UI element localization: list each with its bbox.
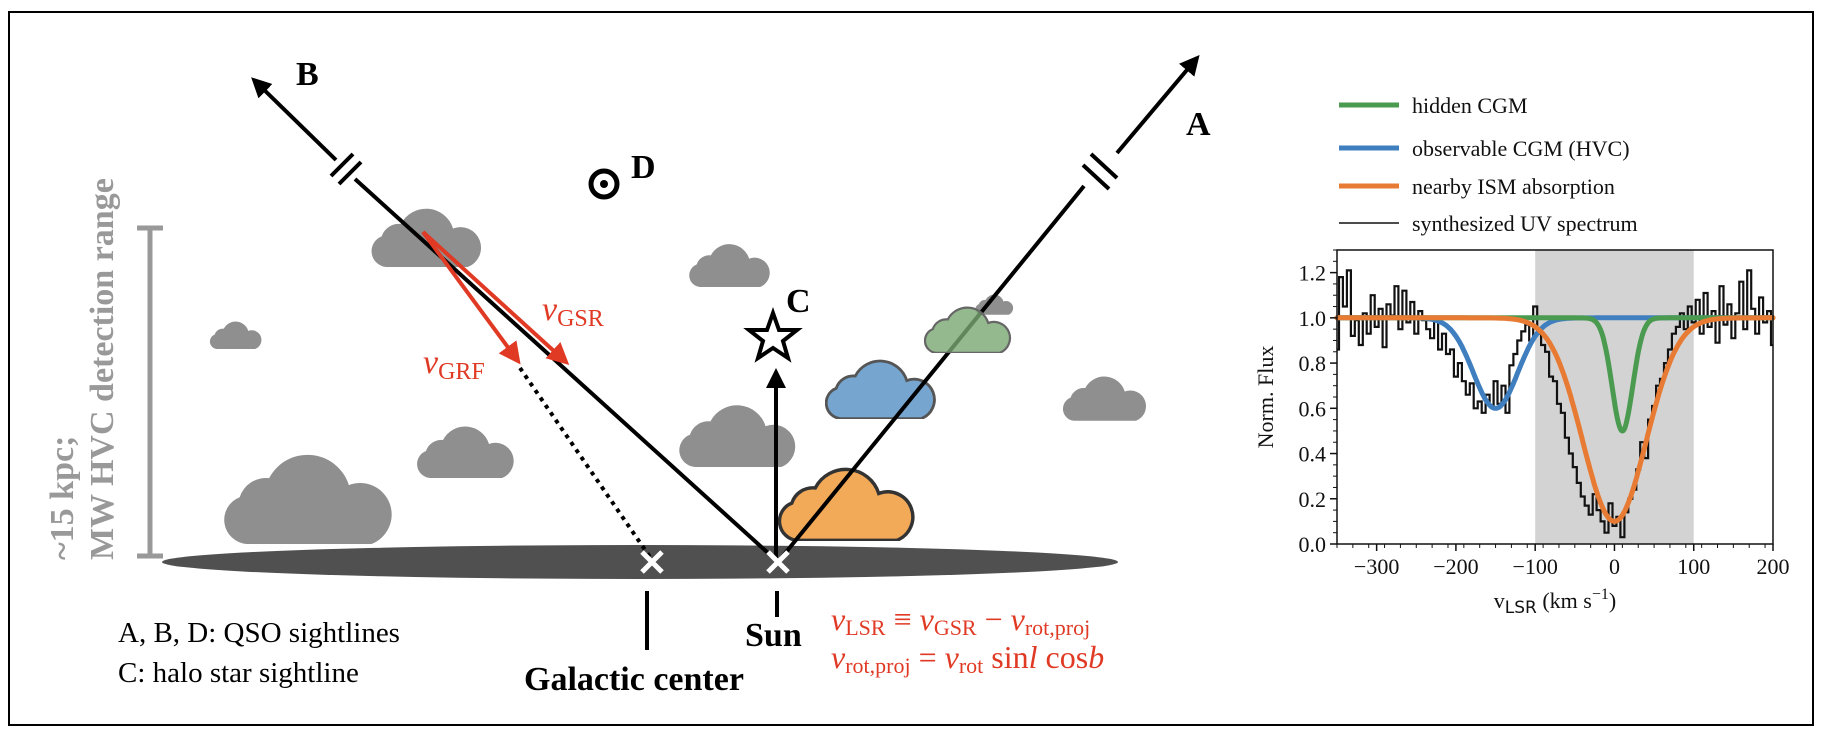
v-gsr-label: vGSR — [542, 291, 604, 332]
y-tick-label: 0.6 — [1299, 396, 1327, 421]
x-tick-label: −100 — [1512, 554, 1557, 579]
legend-label-hvc: observable CGM (HVC) — [1412, 136, 1630, 161]
sightline-b — [251, 77, 780, 564]
v-grf-arrow — [421, 230, 521, 365]
y-tick-label: 0.8 — [1299, 351, 1327, 376]
detection-range-bar — [137, 225, 163, 559]
y-tick-label: 0.4 — [1299, 442, 1327, 467]
v-grf-label: vGRF — [423, 344, 485, 385]
sun-label: Sun — [745, 617, 802, 654]
y-axis-label: Norm. Flux — [1253, 346, 1278, 449]
sun-marker — [766, 550, 790, 574]
y-tick-label: 0.2 — [1299, 487, 1327, 512]
spectrum-line — [1337, 269, 1773, 539]
model-line-ism — [1334, 315, 1776, 524]
v-gsr-arrow — [421, 230, 570, 365]
sightline-d-icon — [588, 168, 620, 200]
sightline-d-label: D — [631, 149, 656, 186]
x-tick-label: −300 — [1354, 554, 1399, 579]
galactic-disk — [162, 545, 1118, 579]
legend-label-hidden: hidden CGM — [1412, 93, 1528, 118]
detection-range-label: ~15 kpc; MW HVC detection range — [44, 178, 121, 560]
sightline-a — [776, 54, 1200, 564]
halo-star-icon — [743, 306, 803, 363]
galactic-center-marker — [640, 550, 664, 574]
figure-frame — [8, 11, 1814, 726]
rotation-projection-equation: vrot,proj = vrot sinl cosb — [831, 639, 1104, 678]
galactic-center-label: Galactic center — [524, 661, 744, 698]
sightline-c-label: C — [786, 283, 811, 320]
sightline-key-line1: A, B, D: QSO sightlines — [118, 617, 400, 649]
x-tick-label: 0 — [1609, 554, 1620, 579]
y-tick-label: 1.0 — [1299, 306, 1327, 331]
x-tick-label: 100 — [1677, 554, 1710, 579]
x-axis-label: vLSR (km s−1) — [1494, 586, 1616, 618]
sightline-b-label: B — [296, 56, 319, 93]
y-tick-label: 0.0 — [1299, 532, 1327, 557]
legend-label-spectrum: synthesized UV spectrum — [1412, 211, 1638, 236]
legend-label-ism: nearby ISM absorption — [1412, 174, 1615, 199]
y-tick-label: 1.2 — [1299, 261, 1327, 286]
grf-projection-line — [518, 366, 654, 562]
x-tick-label: 200 — [1757, 554, 1790, 579]
sightline-a-label: A — [1186, 106, 1211, 143]
chart-legend: hidden CGM observable CGM (HVC) nearby ISM… — [1339, 93, 1638, 236]
lsr-equation: vLSR ≡ vGSR − vrot,proj — [831, 601, 1090, 640]
sightline-key-line2: C: halo star sightline — [118, 657, 359, 689]
x-tick-label: −200 — [1433, 554, 1478, 579]
